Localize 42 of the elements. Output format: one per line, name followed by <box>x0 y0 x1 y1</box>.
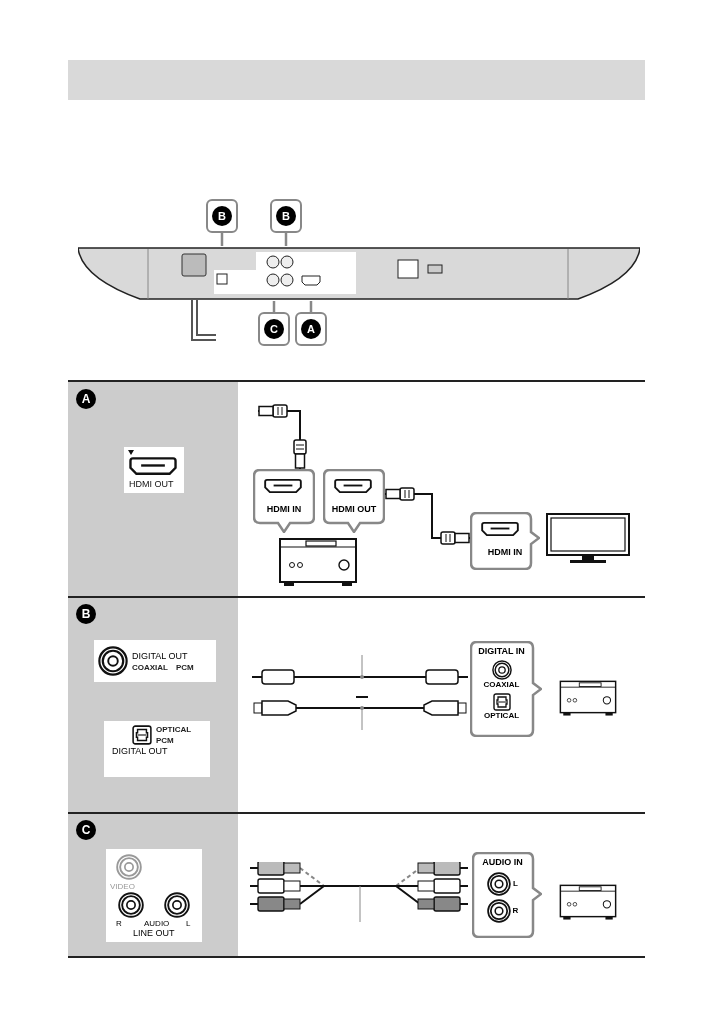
jack-label: HDMI OUT <box>129 479 174 489</box>
jack-label-panel <box>94 640 216 682</box>
callout-box <box>206 199 238 233</box>
callout-box <box>295 312 327 346</box>
callout-bubble <box>253 469 315 533</box>
tv-drawing <box>546 513 630 565</box>
cable <box>384 487 471 545</box>
callout-bubble <box>323 469 385 533</box>
callout-bubble <box>470 512 540 570</box>
callout-letter: A <box>301 319 321 339</box>
callout-box <box>270 199 302 233</box>
callout-bubble <box>470 641 542 737</box>
player-back-drawing <box>78 246 640 301</box>
jack-label: L <box>186 919 191 928</box>
callout-bubble <box>472 852 542 938</box>
jack-label: OPTICAL <box>156 725 192 734</box>
port-label: AUDIO IN <box>482 857 523 868</box>
cable <box>257 404 307 470</box>
callout-letter: B <box>276 206 296 226</box>
port-label: HDMI IN <box>265 503 303 516</box>
callout-letter: B <box>212 206 232 226</box>
jack-label: VIDEO <box>110 882 135 891</box>
callout-letter: C <box>264 319 284 339</box>
jack-label: COAXIAL <box>132 662 168 672</box>
jack-label: LINE OUT <box>133 928 175 938</box>
jack-label: PCM <box>176 662 194 672</box>
port-label: L <box>513 878 518 890</box>
jack-label: DIGITAL OUT <box>132 650 189 661</box>
callout-box <box>258 312 290 346</box>
port-label: DIGITAL IN <box>478 646 525 657</box>
jack-label-panel <box>124 447 184 493</box>
jack-label-panel <box>106 849 202 942</box>
port-label: COAXIAL <box>483 680 520 690</box>
port-label: HDMI OUT <box>330 503 378 516</box>
port-label: HDMI IN <box>486 546 524 559</box>
port-label: R <box>512 905 519 917</box>
jack-label: DIGITAL OUT <box>112 745 169 757</box>
jack-label-panel <box>104 721 210 777</box>
jack-label: R <box>116 919 122 928</box>
port-label: OPTICAL <box>483 711 520 721</box>
jack-label: PCM <box>156 736 175 745</box>
jack-label: AUDIO <box>144 919 170 928</box>
